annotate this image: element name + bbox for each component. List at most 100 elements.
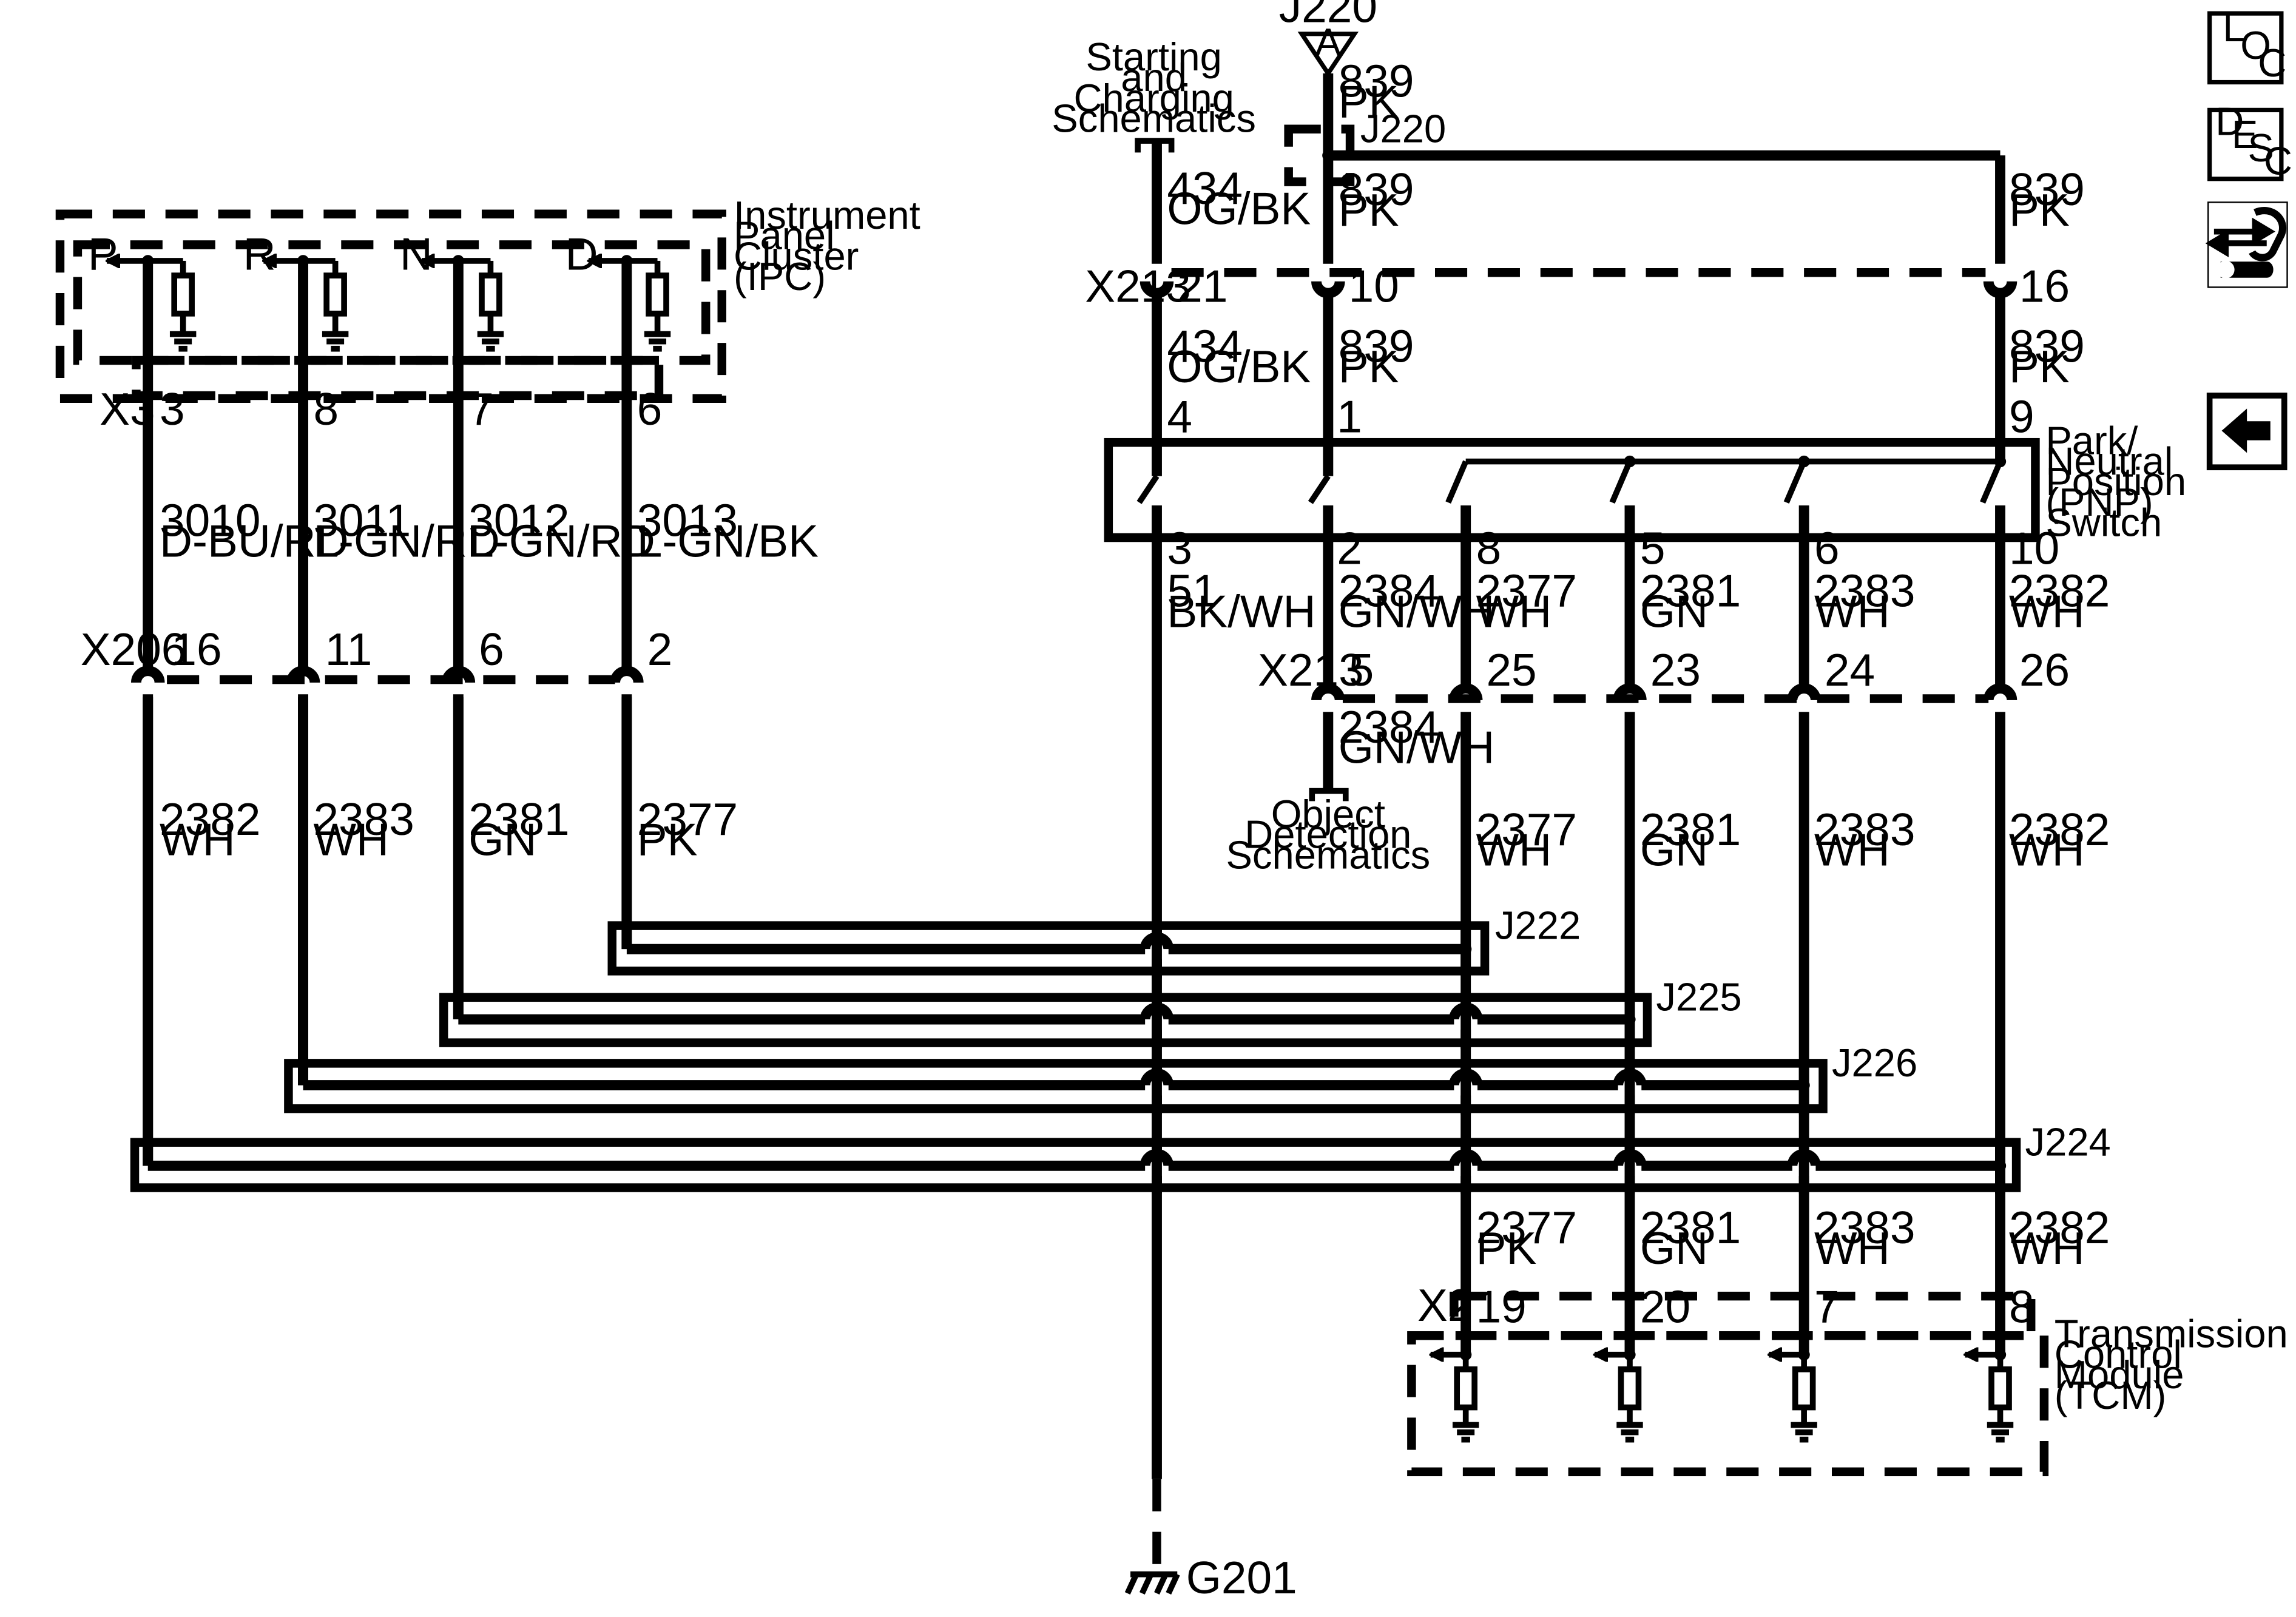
connector-x206: X206 [81,624,187,675]
ipc-lamp-r: R [243,228,349,352]
tcm-input-7 [1769,1349,1817,1443]
pnp-label: Park/NeutralPosition(PNP)Switch [2045,418,2186,544]
pin-x206-4: 2 [647,624,673,675]
pin-x206-1: 16 [171,624,221,675]
wire-mid-2383: 2383WH [1814,804,1915,876]
ipc-module: InstrumentPanelCluster(IPC) P R N [55,193,920,434]
tcm-label: TransmissionControlModule(TCM) [2055,1312,2288,1417]
pin-x213t-2: 10 [1349,261,1399,312]
desc-letter-c: C [2264,139,2292,183]
pin-x213m-4: 24 [1825,644,1875,695]
pin-x213t-3: 16 [2019,261,2070,312]
j222-label: J222 [1495,903,1581,947]
pin-pnp-b6: 10 [2009,522,2059,573]
wire-51: 51BK/WH [1167,565,1315,636]
tcm-module: X2 19 20 7 8 TransmissionControlModule(T… [1407,1280,2288,1476]
wire-tcm-2383: 2383WH [1814,1202,1915,1274]
pin-x206-3: 6 [479,624,504,675]
description-button[interactable]: D E S C [2207,99,2292,183]
ipc-lamp-d: D [566,228,671,352]
wire-839-a: 839PK [1339,56,1414,127]
connector-x213-mid-group: X213 5 25 23 24 26 [1258,644,2070,703]
starting-label: StartingandChargingSchematics [1052,35,1256,140]
wire-839-e: 839PK [2009,320,2085,392]
lamp-label-d: D [566,228,598,279]
wire-434-top: 434OG/BK [1167,163,1311,234]
wire-left-2381: 2381GN [468,794,569,865]
loc-letter-c: C [2258,41,2286,85]
wire-3011: 3011L-GN/RD [313,495,500,567]
wire-left-2383: 2383WH [313,794,414,865]
pin-pnp-b5: 6 [1814,522,1840,573]
desc-letter-d: D [2215,99,2244,143]
loc-letter-o: O [2240,23,2271,67]
pin-x3-1: 3 [160,383,185,434]
pin-x213m-5: 26 [2019,644,2070,695]
wire-mid-2382: 2382WH [2009,804,2110,876]
pin-x3-2: 8 [313,383,339,434]
lamp-label-n: N [400,228,433,279]
j224-label: J224 [2025,1119,2111,1164]
ground-g201: G201 [1124,1479,1297,1603]
pin-x213m-2: 25 [1486,644,1536,695]
pin-x206-2: 11 [325,624,373,675]
tcm-input-19 [1431,1349,1479,1443]
wire-2384-a: 2384GN/WH [1339,565,1495,636]
pin-x213m-1: 5 [1349,644,1374,695]
location-button[interactable]: L O C [2207,5,2287,85]
wire-839-c: 839PK [2009,164,2085,235]
g201-label: G201 [1186,1552,1297,1603]
j220-splice-box [1284,124,1355,186]
wire-pnp-2383: 2383WH [1814,565,1915,636]
j220-source: J220 A [1279,0,1377,78]
wire-839-b: 839PK [1339,164,1414,235]
connector-x213-top: X213 [1085,261,1191,312]
wire-434-mid: 434OG/BK [1167,320,1311,392]
wire-mid-2377: 2377WH [1476,804,1577,876]
wire-pnp-2377: 2377WH [1476,565,1577,636]
pin-pnp-b1: 3 [1167,522,1192,573]
wire-3010: 3010D-BU/RD [160,495,349,567]
lamp-label-r: R [243,228,276,279]
pin-pnp-b2: 2 [1337,522,1362,573]
back-arrow-icon [2221,408,2271,453]
wire-pnp-2382: 2382WH [2009,565,2110,636]
wire-left-2377: 2377PK [637,794,738,865]
pnp-switch: Park/NeutralPosition(PNP)Switch 4 1 9 3 … [1104,391,2186,573]
pin-pnp-b4: 5 [1640,522,1666,573]
splice-j226: J226 [284,697,1917,1115]
wire-tcm-2382: 2382WH [2009,1202,2110,1274]
wire-3012: 3012L-GN/RD [468,495,655,567]
object-detection-label: ObjectDetectionSchematics [1226,792,1430,877]
pin-pnp-t2: 1 [1337,391,1362,442]
pin-pnp-b3: 8 [1476,522,1502,573]
connector-repair-icon[interactable] [2205,201,2288,288]
connector-x2: X2 [1417,1280,1473,1331]
j220-letter: A [1315,20,1342,64]
tcm-input-8 [1965,1349,2014,1443]
pin-x2-2: 20 [1640,1281,1690,1332]
connector-x213-top-group: X213 21 10 16 [1085,261,2070,312]
wire-2384-b: 2384GN/WH [1339,701,1495,773]
wire-tcm-2381: 2381GN [1640,1202,1741,1274]
j225-label: J225 [1656,975,1741,1019]
connector-x213-mid: X213 [1258,644,1364,695]
j220-splice-label: J220 [1360,106,1446,150]
pin-x213m-3: 23 [1650,644,1701,695]
pin-pnp-t3: 9 [2009,391,2034,442]
starting-charging-ref: StartingandChargingSchematics [1052,35,1256,153]
pin-x2-3: 7 [1814,1281,1840,1332]
loc-letter-l: L [2223,5,2244,50]
splice-j225: J225 [439,697,1742,1049]
pin-x2-1: 19 [1476,1281,1527,1332]
j226-label: J226 [1832,1041,1917,1085]
wire-left-2382: 2382WH [160,794,260,865]
splice-j224: J224 [130,697,2111,1194]
ipc-lamp-p: P [88,228,197,352]
pin-x2-4: 8 [2009,1281,2034,1332]
back-arrow-button[interactable] [2206,393,2288,471]
desc-letter-s: S [2247,126,2274,170]
j220-top-label: J220 [1279,0,1377,32]
desc-letter-e: E [2232,112,2258,157]
pin-x213t-1: 21 [1177,261,1227,312]
